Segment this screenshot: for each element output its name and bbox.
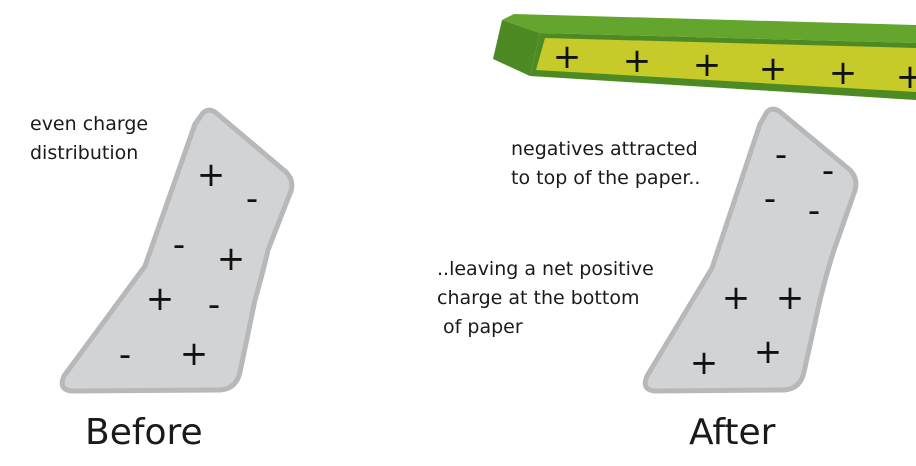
charge-symbol: + (754, 332, 783, 372)
charge-symbol: + (180, 334, 209, 374)
rod-charge-symbol: + (553, 37, 582, 77)
before-note-line: even charge (30, 113, 149, 135)
charge-symbol: - (208, 285, 220, 325)
charge-symbol: + (690, 343, 719, 383)
after-note-top-line: negatives attracted (511, 138, 698, 160)
rod-charge-symbol: + (623, 41, 652, 81)
before-note: even charge distribution (30, 110, 148, 168)
after-note-top: negatives attracted to top of the paper.… (511, 135, 700, 193)
rod-charge-symbol: + (759, 49, 788, 89)
charge-symbol: + (776, 278, 805, 318)
charge-symbol: - (764, 179, 776, 219)
paper-before (59, 107, 295, 394)
charge-symbol: + (146, 279, 175, 319)
charge-symbol: - (119, 335, 131, 375)
rod-charge-symbol: + (829, 53, 858, 93)
charge-symbol: - (808, 191, 820, 231)
charged-rod (493, 14, 916, 100)
rod-charge-symbol: + (693, 45, 722, 85)
after-note-bottom-line: charge at the bottom (437, 287, 640, 309)
charge-symbol: - (775, 135, 787, 175)
after-note-bottom: ..leaving a net positive charge at the b… (437, 255, 654, 342)
charge-symbol: + (217, 239, 246, 279)
after-caption: After (689, 412, 776, 453)
charge-symbol: + (197, 155, 226, 195)
before-caption: Before (85, 412, 203, 453)
after-note-top-line: to top of the paper.. (511, 167, 701, 189)
after-note-bottom-line: of paper (437, 316, 523, 338)
charge-symbol: - (822, 151, 834, 191)
after-note-bottom-line: ..leaving a net positive (437, 258, 654, 280)
charge-symbol: - (246, 179, 258, 219)
paper-after (642, 106, 859, 394)
before-note-line: distribution (30, 142, 139, 164)
rod-charge-symbol: + (896, 57, 916, 97)
charge-symbol: + (722, 278, 751, 318)
charge-symbol: - (173, 225, 185, 265)
